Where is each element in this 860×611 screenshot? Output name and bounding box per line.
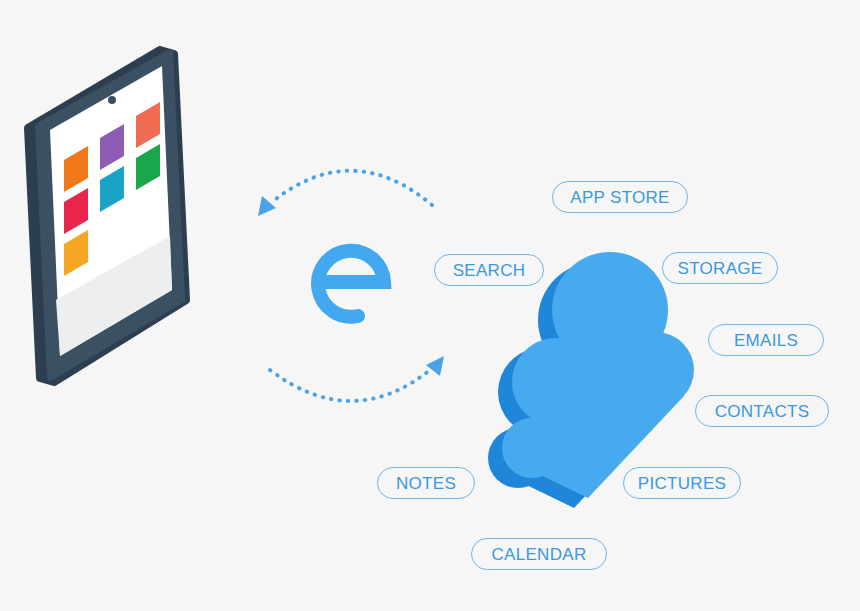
- pill-label: NOTES: [396, 475, 456, 492]
- pill-label: SEARCH: [453, 262, 526, 279]
- pill-label: CONTACTS: [715, 403, 810, 420]
- pill-label: CALENDAR: [492, 546, 587, 563]
- pill-label: PICTURES: [638, 475, 726, 492]
- label-pill: SEARCH: [434, 254, 544, 286]
- sync-arrows: [270, 171, 432, 401]
- pill-label: EMAILS: [734, 332, 798, 349]
- label-pill: APP STORE: [552, 181, 688, 213]
- label-pill: CALENDAR: [471, 538, 607, 570]
- label-pill: NOTES: [377, 467, 475, 499]
- pill-label: APP STORE: [570, 189, 669, 206]
- tablet-illustration: [28, 50, 186, 382]
- pill-label: STORAGE: [678, 260, 763, 277]
- e-logo: [318, 251, 384, 317]
- label-pill: CONTACTS: [695, 395, 829, 427]
- arrow-head: [258, 196, 276, 216]
- label-pill: EMAILS: [708, 324, 824, 356]
- arrow-head: [426, 356, 444, 376]
- label-pill: PICTURES: [623, 467, 741, 499]
- label-pill: STORAGE: [662, 252, 778, 284]
